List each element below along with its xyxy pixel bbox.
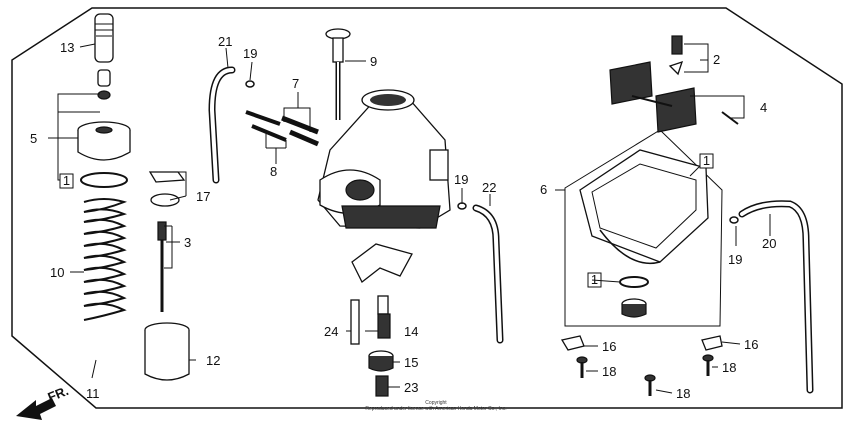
boxed-label-text: 1 (703, 153, 710, 168)
needle-jet-holder (350, 295, 391, 345)
throttle-valve-spring (83, 198, 128, 321)
throttle-valve (144, 322, 190, 381)
callout-15: 15 (404, 355, 418, 370)
callout-21: 21 (218, 34, 232, 49)
callout-18a: 18 (602, 364, 616, 379)
callout-18c: 18 (676, 386, 690, 401)
float-bracket (351, 243, 413, 283)
overflow-tube-21 (208, 66, 236, 184)
callout-22: 22 (482, 180, 496, 195)
callout-6: 6 (540, 182, 547, 197)
main-jet (368, 350, 394, 372)
slow-jet (375, 375, 389, 397)
callout-9: 9 (370, 54, 377, 69)
callout-19b: 19 (454, 172, 468, 187)
callout-3: 3 (184, 235, 191, 250)
carburetor-top-cap (77, 121, 131, 161)
throttle-stop-screw (325, 28, 351, 120)
callout-8: 8 (270, 164, 277, 179)
callout-20: 20 (762, 236, 776, 251)
callout-16a: 16 (602, 339, 616, 354)
float-chamber-group-outline (564, 129, 723, 327)
callout-5: 5 (30, 131, 37, 146)
boxed-label-chamber-gasket: 1 (699, 153, 714, 169)
callout-12: 12 (206, 353, 220, 368)
callout-4: 4 (760, 100, 767, 115)
callout-16b: 16 (744, 337, 758, 352)
callout-19c: 19 (728, 252, 742, 267)
callout-14: 14 (404, 324, 418, 339)
diagram-frame (11, 7, 843, 409)
callout-7: 7 (292, 76, 299, 91)
overflow-tube-20 (738, 200, 814, 394)
boxed-label-chamber-o-ring: 1 (587, 272, 602, 288)
copyright-line-2: Reproduced under license with American H… (365, 406, 506, 412)
cable-adjuster-nut (97, 69, 111, 100)
front-direction-label: FR. (46, 383, 71, 405)
callout-10: 10 (50, 265, 64, 280)
callout-23: 23 (404, 380, 418, 395)
float-valve (668, 35, 684, 76)
air-screw-set (245, 110, 319, 147)
callout-19a: 19 (243, 46, 257, 61)
callout-13: 13 (60, 40, 74, 55)
callout-11: 11 (86, 386, 100, 401)
cap-o-ring (80, 172, 128, 188)
cable-adjuster-cap (94, 13, 114, 63)
drain-tube-22 (472, 204, 504, 344)
callout-2: 2 (713, 52, 720, 67)
boxed-label-text: 1 (63, 173, 70, 188)
jet-needle (157, 221, 167, 312)
boxed-label-cap-o-ring: 1 (59, 173, 74, 189)
float-chamber (579, 149, 709, 264)
front-direction-arrow-icon: FR. (16, 383, 71, 420)
drain-plug (621, 298, 647, 318)
callout-17: 17 (196, 189, 210, 204)
chamber-o-ring (619, 276, 649, 288)
boxed-label-text: 1 (591, 272, 598, 287)
leader-lines (48, 43, 771, 394)
callout-18b: 18 (722, 360, 736, 375)
needle-clip-plate (148, 171, 186, 207)
screws-and-clamps (560, 335, 723, 396)
callout-24: 24 (324, 324, 338, 339)
copyright-line-1: Copyright (425, 400, 447, 406)
float (609, 61, 739, 133)
carburetor-body (317, 89, 451, 229)
